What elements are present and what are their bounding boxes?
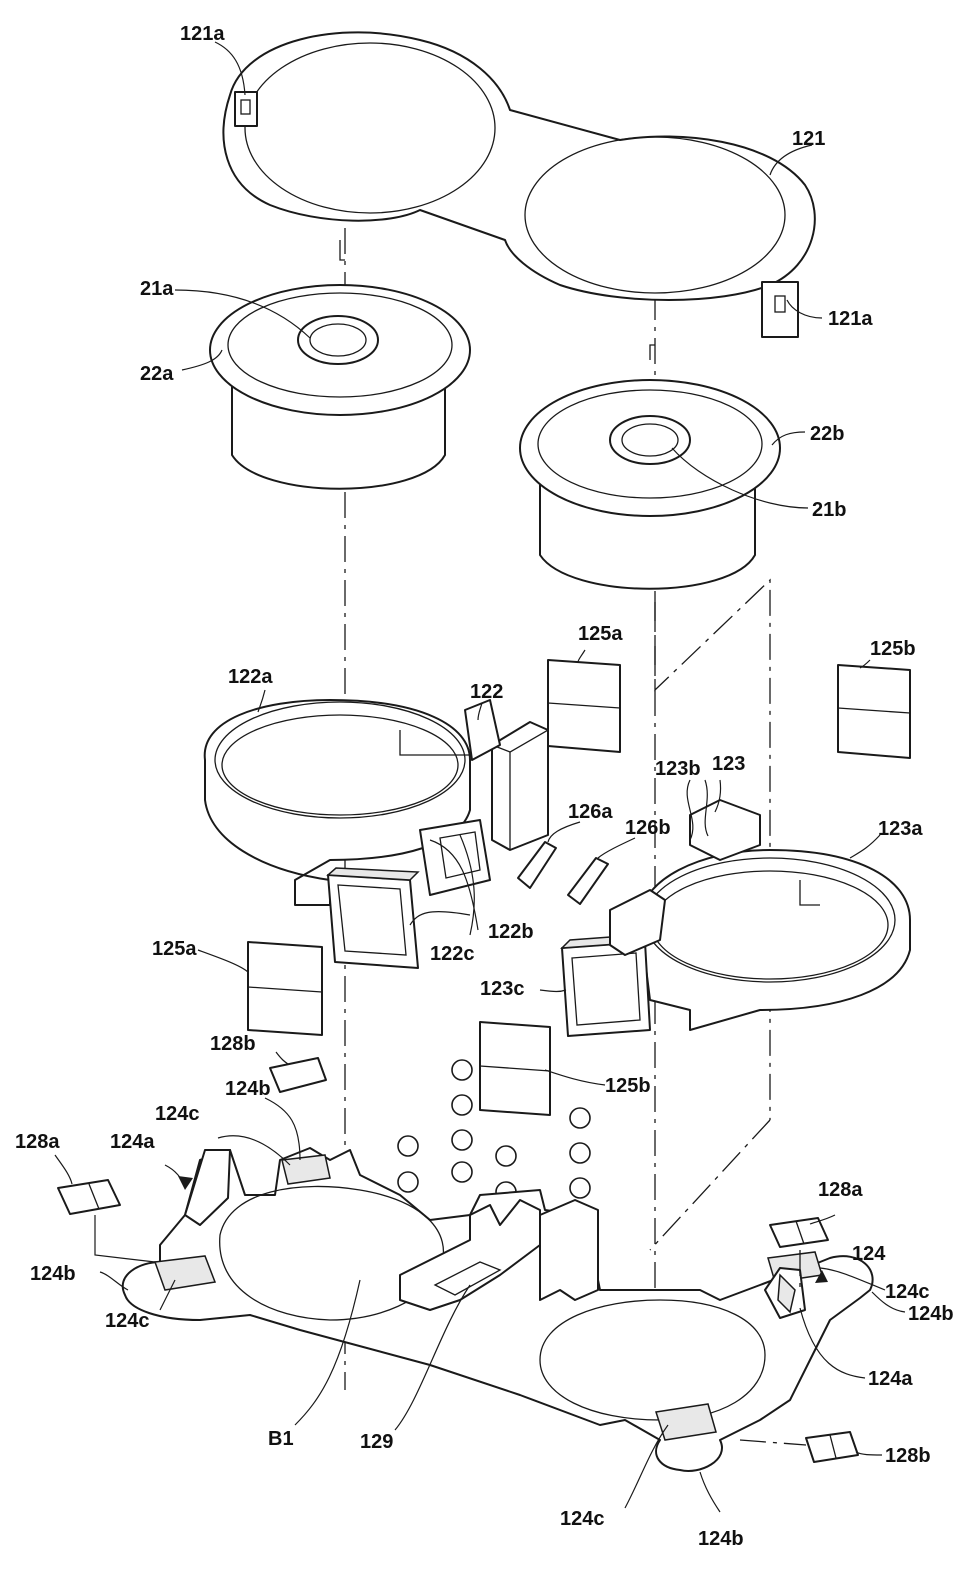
label-124c-top: 124c — [155, 1103, 200, 1125]
label-124b-bottom: 124b — [698, 1528, 744, 1550]
label-21b: 21b — [812, 499, 846, 521]
axis-offset-right — [654, 578, 771, 1120]
part-126a — [517, 841, 557, 889]
leader-lines — [54, 41, 906, 1513]
label-122c: 122c — [430, 943, 475, 965]
label-124c-right: 124c — [885, 1281, 930, 1303]
label-125b-mid: 125b — [605, 1075, 651, 1097]
arrow-124-icon — [815, 1270, 828, 1283]
label-124c-bottom: 124c — [560, 1508, 605, 1530]
lens-barrel-22a — [209, 284, 471, 490]
label-121a-top: 121a — [180, 23, 225, 45]
label-21a: 21a — [140, 278, 174, 300]
label-123c: 123c — [480, 978, 525, 1000]
label-124b-left: 124b — [30, 1263, 76, 1285]
axis-offset-lower — [649, 1119, 771, 1251]
label-123: 123 — [712, 753, 745, 775]
label-125b-top: 125b — [870, 638, 916, 660]
sensor-128a-left — [57, 1179, 121, 1215]
label-128a-right: 128a — [818, 1179, 863, 1201]
label-124b-top: 124b — [225, 1078, 271, 1100]
tab-121a-top — [234, 91, 258, 127]
magnet-125a-top — [547, 659, 621, 753]
carrier-123 — [560, 799, 911, 1037]
label-22a: 22a — [140, 363, 174, 385]
label-122a: 122a — [228, 666, 273, 688]
label-124c-left: 124c — [105, 1310, 150, 1332]
label-22b: 22b — [810, 423, 844, 445]
base-124 — [121, 1147, 874, 1472]
label-B1: B1 — [268, 1428, 294, 1450]
label-124b-right: 124b — [908, 1303, 954, 1325]
reference-labels: 121a 121 121a 21a 22a 22b 21b 125a 125b … — [15, 23, 954, 1550]
label-123b: 123b — [655, 758, 701, 780]
axis-jog-left — [339, 240, 345, 261]
label-122: 122 — [470, 681, 503, 703]
label-122b: 122b — [488, 921, 534, 943]
label-126a: 126a — [568, 801, 613, 823]
label-121: 121 — [792, 128, 825, 150]
tab-121a-right — [761, 281, 799, 338]
label-129: 129 — [360, 1431, 393, 1453]
lens-barrel-22b — [519, 379, 781, 590]
label-126b: 126b — [625, 817, 671, 839]
sensor-128b-top — [269, 1057, 327, 1093]
label-123a: 123a — [878, 818, 923, 840]
part-126b — [567, 857, 609, 905]
sensor-128a-right — [769, 1217, 829, 1248]
sensor-128b-bottom — [805, 1431, 859, 1463]
label-121a-right: 121a — [828, 308, 873, 330]
cover-121 — [222, 31, 816, 338]
axis-jog-right — [649, 344, 655, 360]
label-124: 124 — [852, 1243, 886, 1265]
magnet-125b-mid — [479, 1021, 551, 1116]
carrier-122 — [203, 699, 549, 969]
label-125a-left: 125a — [152, 938, 197, 960]
magnet-125b-top — [837, 664, 911, 759]
label-124a-right: 124a — [868, 1368, 913, 1390]
label-128b-top: 128b — [210, 1033, 256, 1055]
magnet-125a-left — [247, 941, 323, 1036]
label-125a-top: 125a — [578, 623, 623, 645]
label-128a-left: 128a — [15, 1131, 60, 1153]
label-128b-bottom: 128b — [885, 1445, 931, 1467]
label-124a-left: 124a — [110, 1131, 155, 1153]
